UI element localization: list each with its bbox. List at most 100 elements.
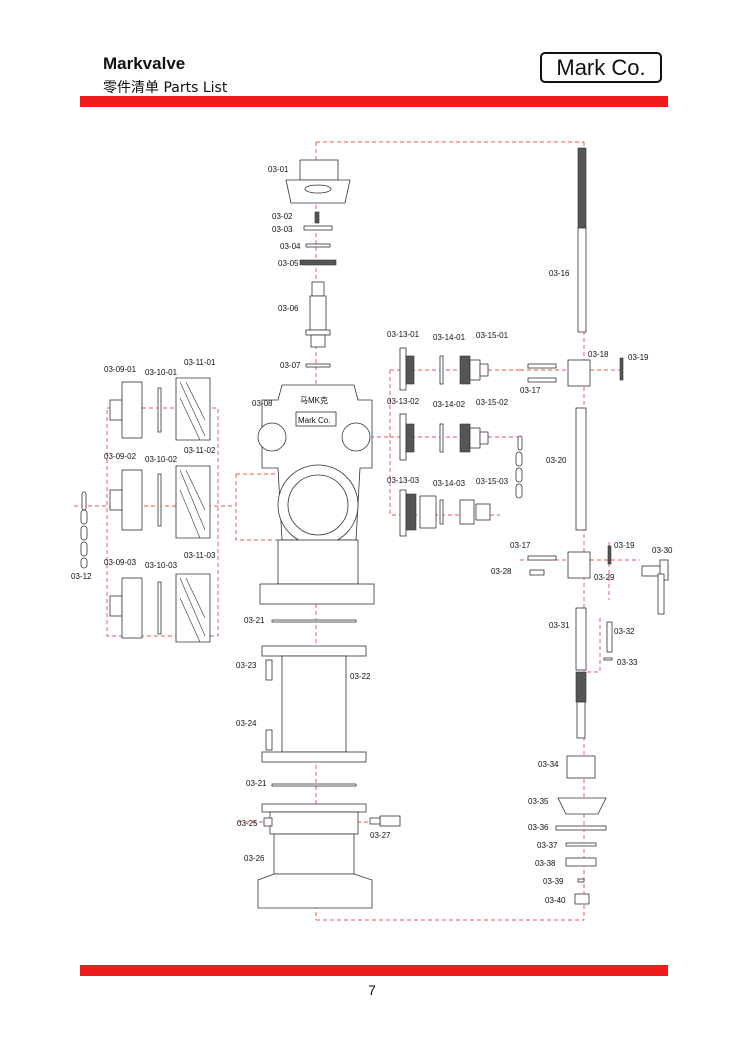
part-rod-0331: [575, 607, 587, 671]
part-bolt-0323: [265, 659, 273, 681]
part-gasket-0321b: [271, 783, 357, 787]
label-0317b: 03-17: [510, 541, 531, 550]
label-030902: 03-09-02: [104, 452, 137, 461]
label-031102: 03-11-02: [184, 446, 216, 455]
label-0328: 03-28: [491, 567, 512, 576]
label-0321b: 03-21: [246, 779, 267, 788]
label-0326: 03-26: [244, 854, 265, 863]
part-gasket-0321a: [271, 619, 357, 623]
part-pin-0328: [529, 569, 545, 576]
part-base-0326: [257, 803, 373, 909]
part-nut-0334: [566, 755, 596, 779]
brand-title: Markvalve: [103, 54, 186, 73]
part-link-0332: [606, 621, 613, 653]
part-coupling-0318: [567, 359, 591, 387]
label-0319b: 03-19: [614, 541, 635, 550]
label-0334: 03-34: [538, 760, 559, 769]
company-logo: Mark Co.: [540, 52, 662, 83]
part-gasket-0336: [555, 825, 607, 831]
label-0327: 03-27: [370, 831, 391, 840]
label-0305: 03-05: [278, 259, 299, 268]
label-0304: 03-04: [280, 242, 301, 251]
label-0336: 03-36: [528, 823, 549, 832]
label-0329: 03-29: [594, 573, 615, 582]
label-031301: 03-13-01: [387, 330, 420, 339]
label-0321a: 03-21: [244, 616, 265, 625]
page-subtitle: 零件清单 Parts List: [103, 80, 228, 96]
label-031403: 03-14-03: [433, 479, 466, 488]
part-thread-rod: [575, 671, 587, 703]
part-left-outlet-1: [109, 377, 211, 441]
part-right-outlet-2: [399, 413, 489, 461]
part-right-outlet-3: [399, 489, 491, 537]
label-0307: 03-07: [280, 361, 301, 370]
part-pin-0319a: [619, 357, 624, 381]
label-0302: 03-02: [272, 212, 293, 221]
part-left-outlet-3: [109, 573, 211, 643]
part-fitting-0327: [369, 815, 401, 827]
part-pin-0317b: [527, 555, 557, 561]
label-0337: 03-37: [537, 841, 558, 850]
part-washer-0303: [303, 225, 333, 231]
part-nut-0340: [574, 893, 590, 905]
label-031402: 03-14-02: [433, 400, 466, 409]
body-plate-text: Mark Co.: [298, 416, 330, 425]
body-cast-text: 马MK克: [300, 396, 328, 405]
part-rod-0320: [575, 407, 587, 531]
label-0325: 03-25: [237, 819, 258, 828]
label-0316: 03-16: [549, 269, 570, 278]
part-rod-lower: [576, 701, 586, 739]
part-ring-0307: [305, 363, 331, 368]
part-chain-left: [80, 491, 88, 569]
part-pin-0319b: [607, 545, 612, 565]
label-031503: 03-15-03: [476, 477, 509, 486]
part-seal-0305: [299, 259, 337, 266]
label-0333: 03-33: [617, 658, 638, 667]
label-0320: 03-20: [546, 456, 567, 465]
label-030903: 03-09-03: [104, 558, 137, 567]
part-screw-0302: [314, 211, 320, 224]
label-0322: 03-22: [350, 672, 371, 681]
part-left-outlet-2: [109, 465, 211, 539]
footer-red-bar: [80, 965, 668, 976]
label-0308: 03-08: [252, 399, 273, 408]
label-0324: 03-24: [236, 719, 257, 728]
label-0335: 03-35: [528, 797, 549, 806]
part-seat-0335: [557, 797, 607, 815]
assembly-center-lines: [74, 141, 640, 921]
part-labels: 03-01 03-02 03-03 03-04 03-05 03-06 03-0…: [71, 165, 673, 905]
part-disc-0338: [565, 857, 597, 867]
label-0318: 03-18: [588, 350, 609, 359]
label-0331: 03-31: [549, 621, 570, 630]
label-031501: 03-15-01: [476, 331, 509, 340]
part-pin-0317a2: [527, 377, 557, 383]
part-bolt-0324: [265, 729, 273, 751]
label-0339: 03-39: [543, 877, 564, 886]
part-washer-0339: [577, 878, 585, 883]
label-0301: 03-01: [268, 165, 289, 174]
label-030901: 03-09-01: [104, 365, 137, 374]
part-pin-0317a: [527, 363, 557, 369]
part-barrel-0322: [261, 645, 367, 763]
label-0303: 03-03: [272, 225, 293, 234]
header-red-bar: [80, 96, 668, 107]
label-031003: 03-10-03: [145, 561, 178, 570]
label-0319a: 03-19: [628, 353, 649, 362]
part-right-outlet-1: [399, 347, 489, 391]
page-number: 7: [368, 982, 376, 998]
part-coupling-0329: [567, 551, 591, 579]
label-031303: 03-13-03: [387, 476, 420, 485]
part-chain-right: [515, 435, 523, 499]
part-cap: [285, 159, 351, 204]
part-pin-0333: [603, 657, 613, 661]
label-031401: 03-14-01: [433, 333, 466, 342]
label-0338: 03-38: [535, 859, 556, 868]
label-031103: 03-11-03: [184, 551, 216, 560]
part-plug-0325: [263, 817, 273, 827]
label-031302: 03-13-02: [387, 397, 420, 406]
label-0330: 03-30: [652, 546, 673, 555]
label-031002: 03-10-02: [145, 455, 178, 464]
label-0306: 03-06: [278, 304, 299, 313]
part-operating-rod: [577, 147, 587, 333]
